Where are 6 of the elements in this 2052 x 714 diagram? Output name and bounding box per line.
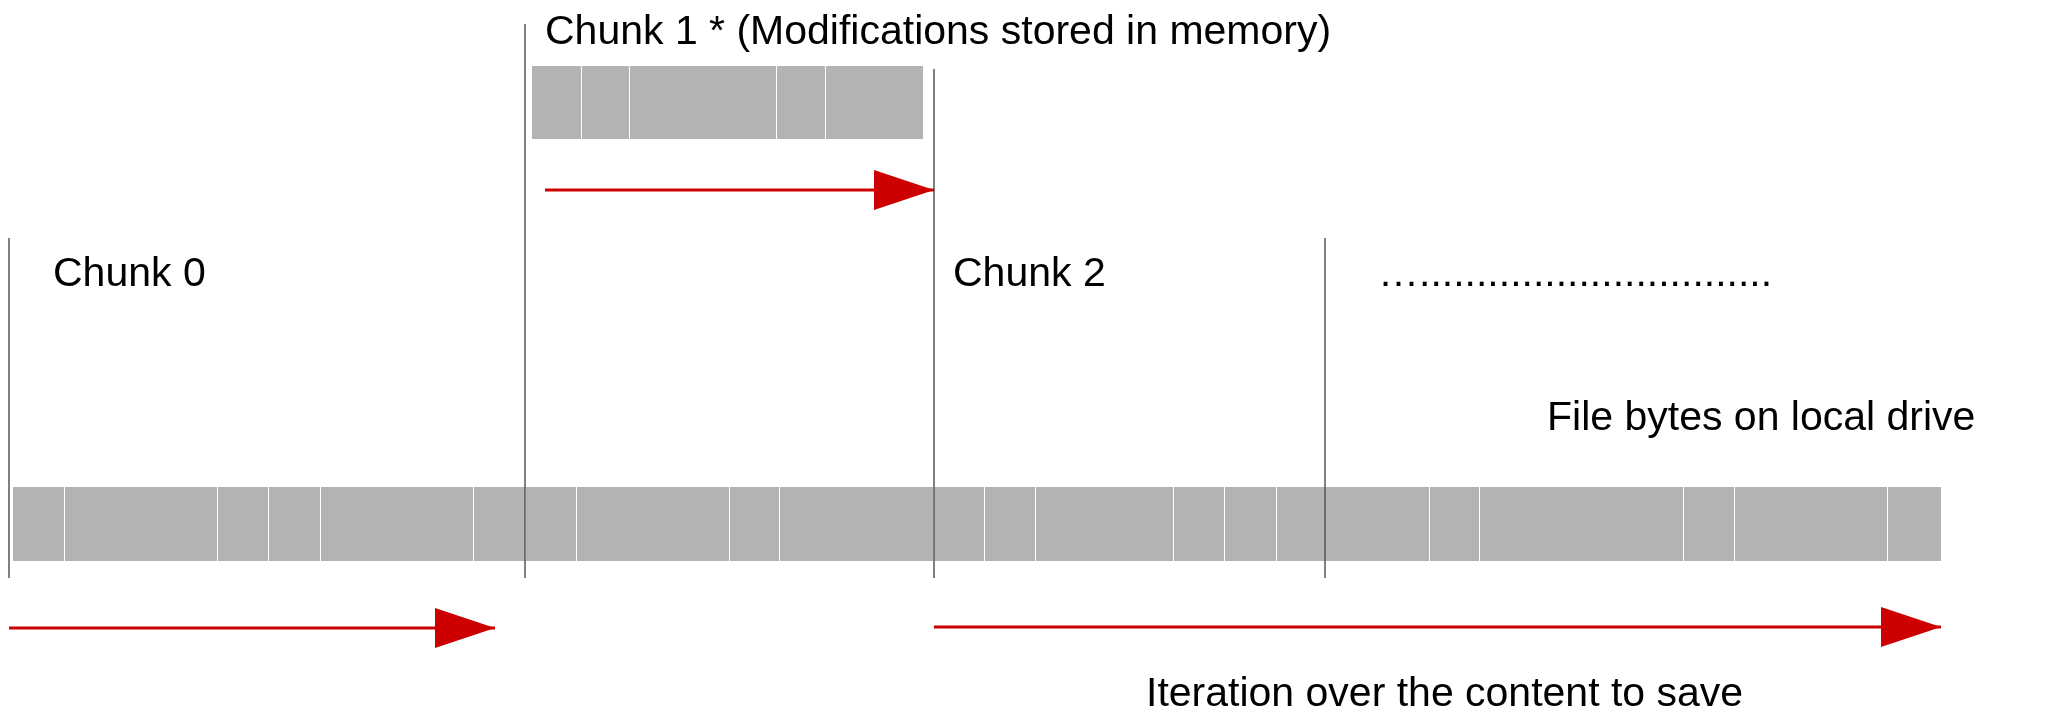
chunk-heading: Chunk 0 xyxy=(53,250,206,296)
chunk-heading: Chunk 1 * (Modifications stored in memory) xyxy=(545,8,1332,54)
chunk-heading: Chunk 2 xyxy=(953,250,1106,296)
strip-caption: File bytes on local drive xyxy=(1547,394,1976,440)
arrow-caption: Iteration over the content to save xyxy=(1146,670,1744,714)
ellipsis-text: …............................... xyxy=(1378,250,1773,296)
